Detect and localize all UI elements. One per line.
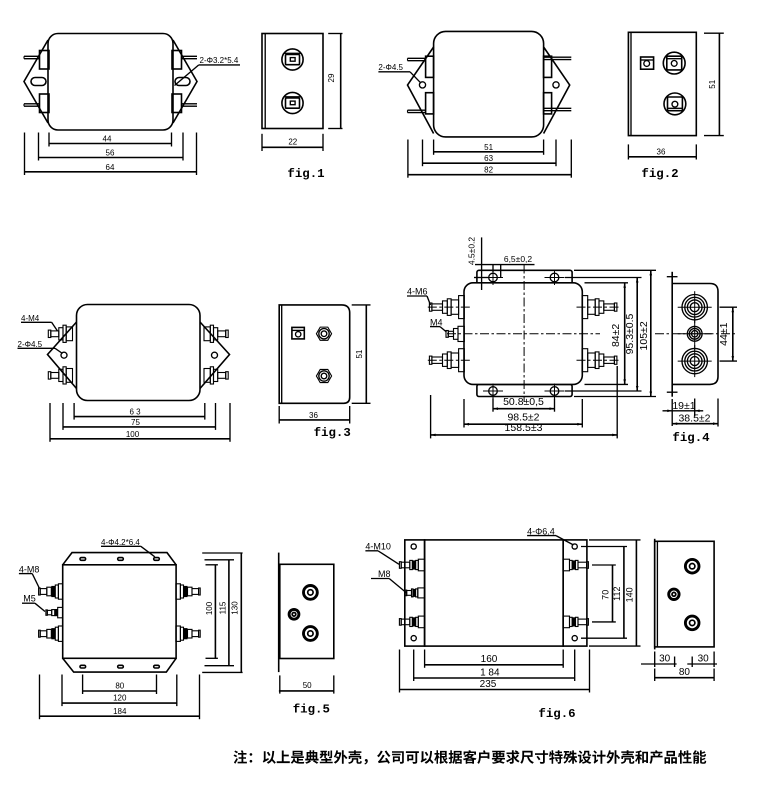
svg-text:4-M6: 4-M6 xyxy=(407,287,428,297)
svg-text:100: 100 xyxy=(205,601,214,615)
svg-text:2-Φ4.5: 2-Φ4.5 xyxy=(378,63,403,72)
svg-text:82: 82 xyxy=(484,166,493,175)
svg-text:M4: M4 xyxy=(430,317,443,327)
svg-text:6 3: 6 3 xyxy=(129,408,141,417)
svg-text:29: 29 xyxy=(327,73,336,82)
svg-text:184: 184 xyxy=(113,707,127,716)
svg-text:6,5±0,2: 6,5±0,2 xyxy=(504,254,533,264)
svg-text:70: 70 xyxy=(601,590,611,600)
svg-text:44±1: 44±1 xyxy=(718,322,730,345)
svg-text:36: 36 xyxy=(309,411,318,420)
svg-text:4-Φ6.4: 4-Φ6.4 xyxy=(527,526,555,536)
svg-text:4-M8: 4-M8 xyxy=(19,564,40,574)
svg-text:44: 44 xyxy=(103,135,112,144)
svg-text:fig.6: fig.6 xyxy=(538,707,575,721)
svg-text:140: 140 xyxy=(624,587,634,602)
svg-text:112: 112 xyxy=(612,587,622,601)
svg-text:M5: M5 xyxy=(23,594,36,604)
svg-text:36: 36 xyxy=(657,147,666,156)
svg-text:115: 115 xyxy=(218,601,227,614)
svg-text:98.5±2: 98.5±2 xyxy=(507,412,539,424)
svg-text:51: 51 xyxy=(484,143,493,152)
svg-text:160: 160 xyxy=(481,654,498,665)
svg-text:100: 100 xyxy=(126,430,140,439)
svg-text:22: 22 xyxy=(288,138,297,147)
svg-text:80: 80 xyxy=(115,681,124,690)
svg-text:63: 63 xyxy=(484,154,493,163)
svg-text:4-M10: 4-M10 xyxy=(365,542,391,552)
svg-text:38.5±2: 38.5±2 xyxy=(678,413,710,425)
svg-text:4.5±0.2: 4.5±0.2 xyxy=(467,237,477,266)
svg-text:80: 80 xyxy=(679,667,691,678)
svg-text:64: 64 xyxy=(106,163,115,172)
svg-text:130: 130 xyxy=(231,601,240,615)
svg-text:30: 30 xyxy=(698,653,710,664)
svg-text:75: 75 xyxy=(131,418,140,427)
svg-text:4-M4: 4-M4 xyxy=(21,314,40,323)
svg-text:fig.5: fig.5 xyxy=(293,703,330,717)
svg-text:fig.1: fig.1 xyxy=(287,167,324,181)
svg-text:M8: M8 xyxy=(378,569,391,579)
svg-text:19±1: 19±1 xyxy=(672,400,695,412)
svg-text:105±2: 105±2 xyxy=(638,321,650,350)
svg-text:fig.2: fig.2 xyxy=(641,167,678,181)
svg-text:4-Φ4.2*6.4: 4-Φ4.2*6.4 xyxy=(101,538,140,547)
svg-text:1 84: 1 84 xyxy=(480,667,500,678)
svg-text:30: 30 xyxy=(659,653,671,664)
svg-text:120: 120 xyxy=(113,693,127,702)
svg-text:51: 51 xyxy=(708,79,717,88)
svg-text:235: 235 xyxy=(480,679,497,690)
svg-text:fig.4: fig.4 xyxy=(672,431,710,445)
svg-text:2-Φ4.5: 2-Φ4.5 xyxy=(18,340,43,349)
svg-text:fig.3: fig.3 xyxy=(314,426,351,440)
svg-text:158.5±3: 158.5±3 xyxy=(505,422,543,434)
svg-text:50.8±0,5: 50.8±0,5 xyxy=(503,396,544,408)
svg-text:84±2: 84±2 xyxy=(610,324,622,347)
svg-text:50: 50 xyxy=(303,681,312,690)
svg-text:51: 51 xyxy=(355,349,364,358)
svg-text:95.3±0.5: 95.3±0.5 xyxy=(624,313,636,354)
svg-text:2-Φ3.2*5.4: 2-Φ3.2*5.4 xyxy=(200,56,239,65)
svg-text:56: 56 xyxy=(106,149,115,158)
